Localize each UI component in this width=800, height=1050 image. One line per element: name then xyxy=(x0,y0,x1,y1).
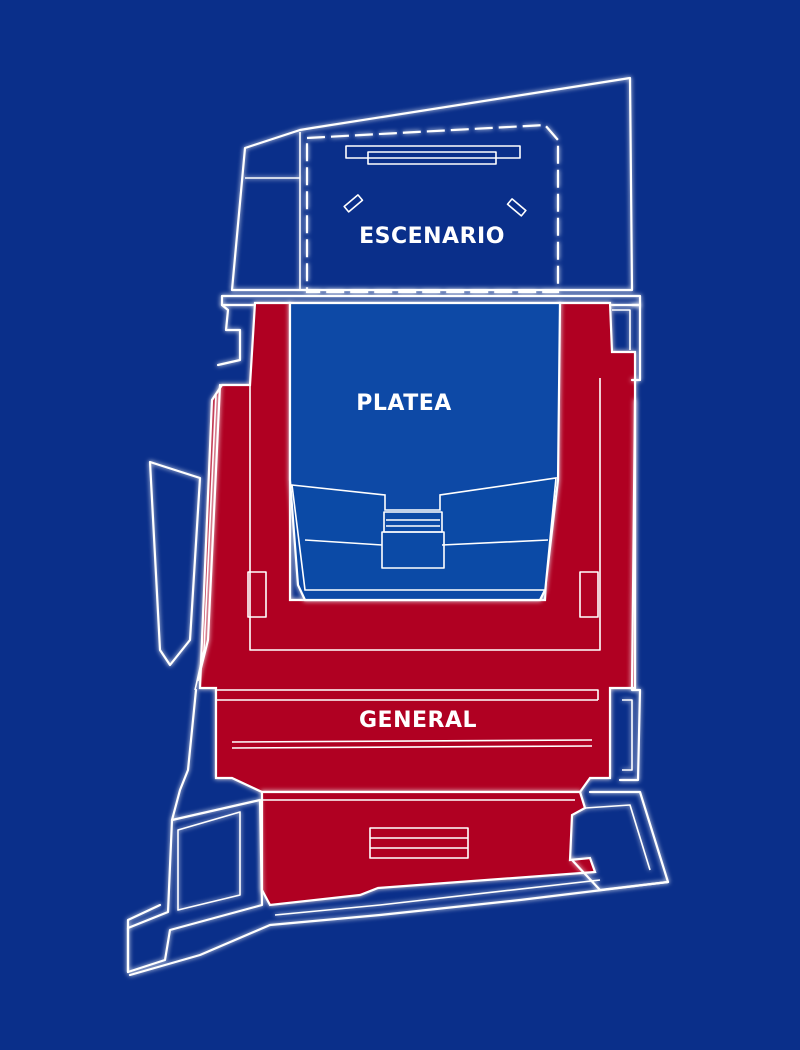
building-outline-top xyxy=(220,76,642,307)
building-outline-left xyxy=(126,303,264,974)
stage-bar-inner xyxy=(367,151,497,165)
section-general[interactable]: GENERAL xyxy=(198,301,637,907)
stage-bar xyxy=(345,145,521,159)
platea-lower-area xyxy=(291,477,557,591)
platea-center-block-2 xyxy=(381,531,445,569)
label-general[interactable]: GENERAL xyxy=(359,708,477,733)
escenario-area[interactable] xyxy=(305,123,560,294)
stage-light-left xyxy=(343,194,364,213)
section-escenario[interactable]: ESCENARIO xyxy=(305,123,560,294)
label-platea[interactable]: PLATEA xyxy=(356,391,452,416)
label-escenario[interactable]: ESCENARIO xyxy=(359,224,505,249)
building-outline-right xyxy=(128,303,670,977)
stage-light-right xyxy=(506,198,527,217)
section-platea[interactable]: PLATEA xyxy=(288,301,562,602)
